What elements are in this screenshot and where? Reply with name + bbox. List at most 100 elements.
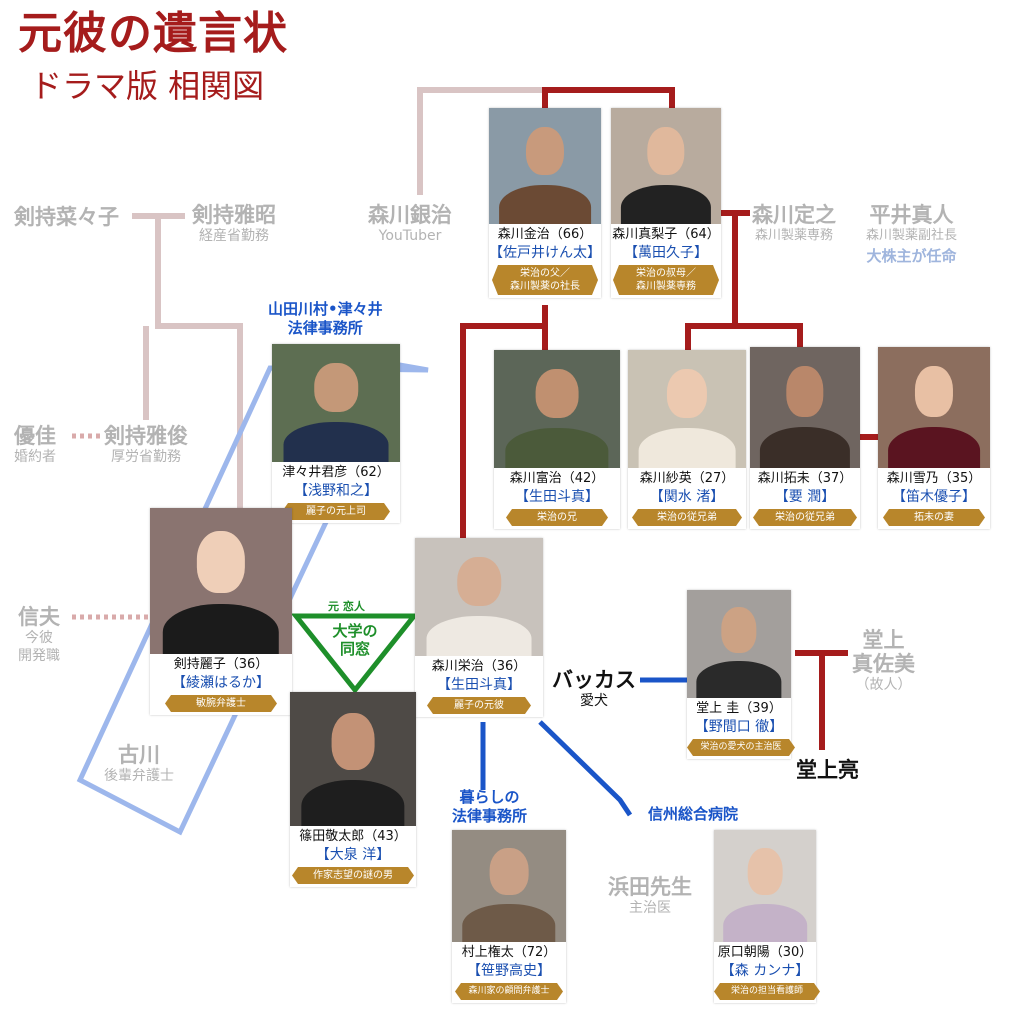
photo-kinji [489, 108, 601, 224]
family-lines [460, 87, 880, 750]
person-role: 森川製薬専務 [754, 228, 833, 243]
blue-lines [480, 677, 690, 817]
card-actor: 【野間口 徹】 [694, 719, 784, 735]
page-subtitle: ドラマ版 相関図 [30, 67, 265, 105]
person-nobuo: 信夫 今彼 開発職 [18, 605, 60, 665]
card-name: 森川紗英（27） [639, 471, 735, 486]
card-dougami: 堂上 圭（39） 【野間口 徹】 栄治の愛犬の主治医 [687, 590, 791, 759]
card-badge: 栄治の叔母／ 森川製薬専務 [613, 265, 719, 295]
card-name: 森川雪乃（35） [886, 471, 982, 486]
card-actor: 【森 カンナ】 [720, 963, 810, 979]
line-ginji-kinji [417, 87, 545, 195]
person-name: 信夫 [18, 605, 60, 629]
person-hirai: 平井真人 森川製薬副社長 大株主が任命 [866, 203, 957, 267]
dotted-lines [72, 433, 150, 620]
person-role: 今彼 開発職 [18, 630, 60, 664]
card-badge: 栄治の兄 [506, 509, 608, 526]
photo-sae [628, 350, 746, 468]
card-badge: 栄治の父／ 森川製薬の社長 [492, 265, 598, 295]
person-role: YouTuber [378, 228, 442, 244]
line-kenmochi-children [155, 216, 243, 508]
card-shinoda: 篠田敬太郎（43） 【大泉 洋】 作家志望の謎の男 [290, 692, 416, 887]
card-actor: 【要 潤】 [774, 489, 836, 505]
card-name: 森川拓未（37） [757, 471, 853, 486]
card-name: 森川富治（42） [509, 471, 605, 486]
card-actor: 【笹野高史】 [467, 963, 551, 979]
card-actor: 【大泉 洋】 [315, 847, 391, 863]
card-name: 森川栄治（36） [431, 659, 527, 674]
photo-tsutsui [272, 344, 400, 462]
line-sadayuki-children [685, 323, 803, 350]
card-name: 篠田敬太郎（43） [299, 829, 407, 844]
person-role: 経産省勤務 [199, 228, 269, 244]
pet-role: 愛犬 [580, 693, 608, 709]
person-note: 大株主が任命 [866, 247, 957, 265]
card-actor: 【萬田久子】 [624, 245, 708, 261]
card-tomiji: 森川富治（42） 【生田斗真】 栄治の兄 [494, 350, 620, 529]
person-role: 婚約者 [14, 449, 56, 465]
person-role: 後輩弁護士 [104, 768, 174, 784]
card-badge: 敏腕弁護士 [165, 695, 277, 712]
label-ex-lover: 元 恋人 [328, 600, 365, 613]
person-furukawa: 古川 後輩弁護士 [104, 743, 174, 785]
card-badge: 栄治の従兄弟 [632, 509, 742, 526]
line-dougami-family [795, 650, 825, 750]
label-firm-tsutsui: 山田川村•津々井 法律事務所 [268, 300, 383, 337]
card-badge: 栄治の従兄弟 [753, 509, 857, 526]
person-masami: 堂上 真佐美 （故人） [852, 628, 915, 694]
person-name: 堂上 真佐美 [852, 628, 915, 676]
label-university: 大学の 同窓 [332, 622, 378, 658]
card-name: 森川真梨子（64） [612, 227, 720, 242]
photo-dougami [687, 590, 791, 698]
person-name: 浜田先生 [608, 875, 692, 899]
card-yukino: 森川雪乃（35） 【笛木優子】 拓未の妻 [878, 347, 990, 529]
card-takumi: 森川拓未（37） 【要 潤】 栄治の従兄弟 [750, 347, 860, 529]
person-masatoshi: 剣持雅俊 厚労省勤務 [104, 424, 188, 466]
card-actor: 【関水 渚】 [649, 489, 725, 505]
card-badge: 森川家の顧問弁護士 [455, 983, 563, 1000]
person-name: 優佳 [14, 424, 56, 448]
card-badge: 拓未の妻 [883, 509, 985, 526]
card-mariko: 森川真梨子（64） 【萬田久子】 栄治の叔母／ 森川製薬専務 [611, 108, 721, 298]
card-tsutsui: 津々井君彦（62） 【浅野和之】 麗子の元上司 [272, 344, 400, 523]
person-role: 主治医 [629, 900, 671, 916]
person-sadayuki: 森川定之 森川製薬専務 [752, 203, 836, 245]
person-name: 剣持雅昭 [192, 203, 276, 227]
label-firm-kurashi: 暮らしの 法律事務所 [452, 788, 528, 825]
photo-murakami [452, 830, 566, 942]
pet-bacchus: バッカス 愛犬 [552, 668, 636, 710]
photo-takumi [750, 347, 860, 468]
card-name: 原口朝陽（30） [717, 945, 813, 960]
card-name: 津々井君彦（62） [282, 465, 390, 480]
photo-mariko [611, 108, 721, 224]
card-actor: 【生田斗真】 [437, 677, 521, 693]
university-triangle [290, 613, 420, 695]
card-name: 村上権太（72） [461, 945, 557, 960]
card-actor: 【綾瀬はるか】 [172, 675, 270, 691]
label-hospital: 信州総合病院 [648, 805, 739, 823]
card-actor: 【浅野和之】 [294, 483, 378, 499]
person-role: 厚労省勤務 [111, 449, 181, 465]
card-kinji: 森川金治（66） 【佐戸井けん太】 栄治の父／ 森川製薬の社長 [489, 108, 601, 298]
person-name: 剣持雅俊 [104, 424, 188, 448]
person-name: 森川銀治 [368, 203, 452, 227]
photo-shinoda [290, 692, 416, 826]
photo-eiji [415, 538, 543, 656]
person-ginji: 森川銀治 YouTuber [368, 203, 452, 245]
person-role: （故人） [855, 677, 912, 693]
photo-tomiji [494, 350, 620, 468]
person-role: 森川製薬副社長 [866, 228, 958, 243]
person-ryo: 堂上亮 [796, 758, 859, 782]
photo-yukino [878, 347, 990, 468]
page-title: 元彼の遺言状 [18, 8, 288, 59]
card-actor: 【生田斗真】 [515, 489, 599, 505]
line-kinji-mariko [542, 87, 675, 108]
card-murakami: 村上権太（72） 【笹野高史】 森川家の顧問弁護士 [452, 830, 566, 1003]
person-name: 平井真人 [869, 203, 954, 227]
card-name: 剣持麗子（36） [173, 657, 269, 672]
card-badge: 作家志望の謎の男 [292, 867, 414, 884]
card-badge: 麗子の元上司 [282, 503, 390, 520]
card-name: 堂上 圭（39） [696, 701, 782, 716]
card-name: 森川金治（66） [497, 227, 593, 242]
card-badge: 栄治の愛犬の主治医 [687, 739, 795, 756]
